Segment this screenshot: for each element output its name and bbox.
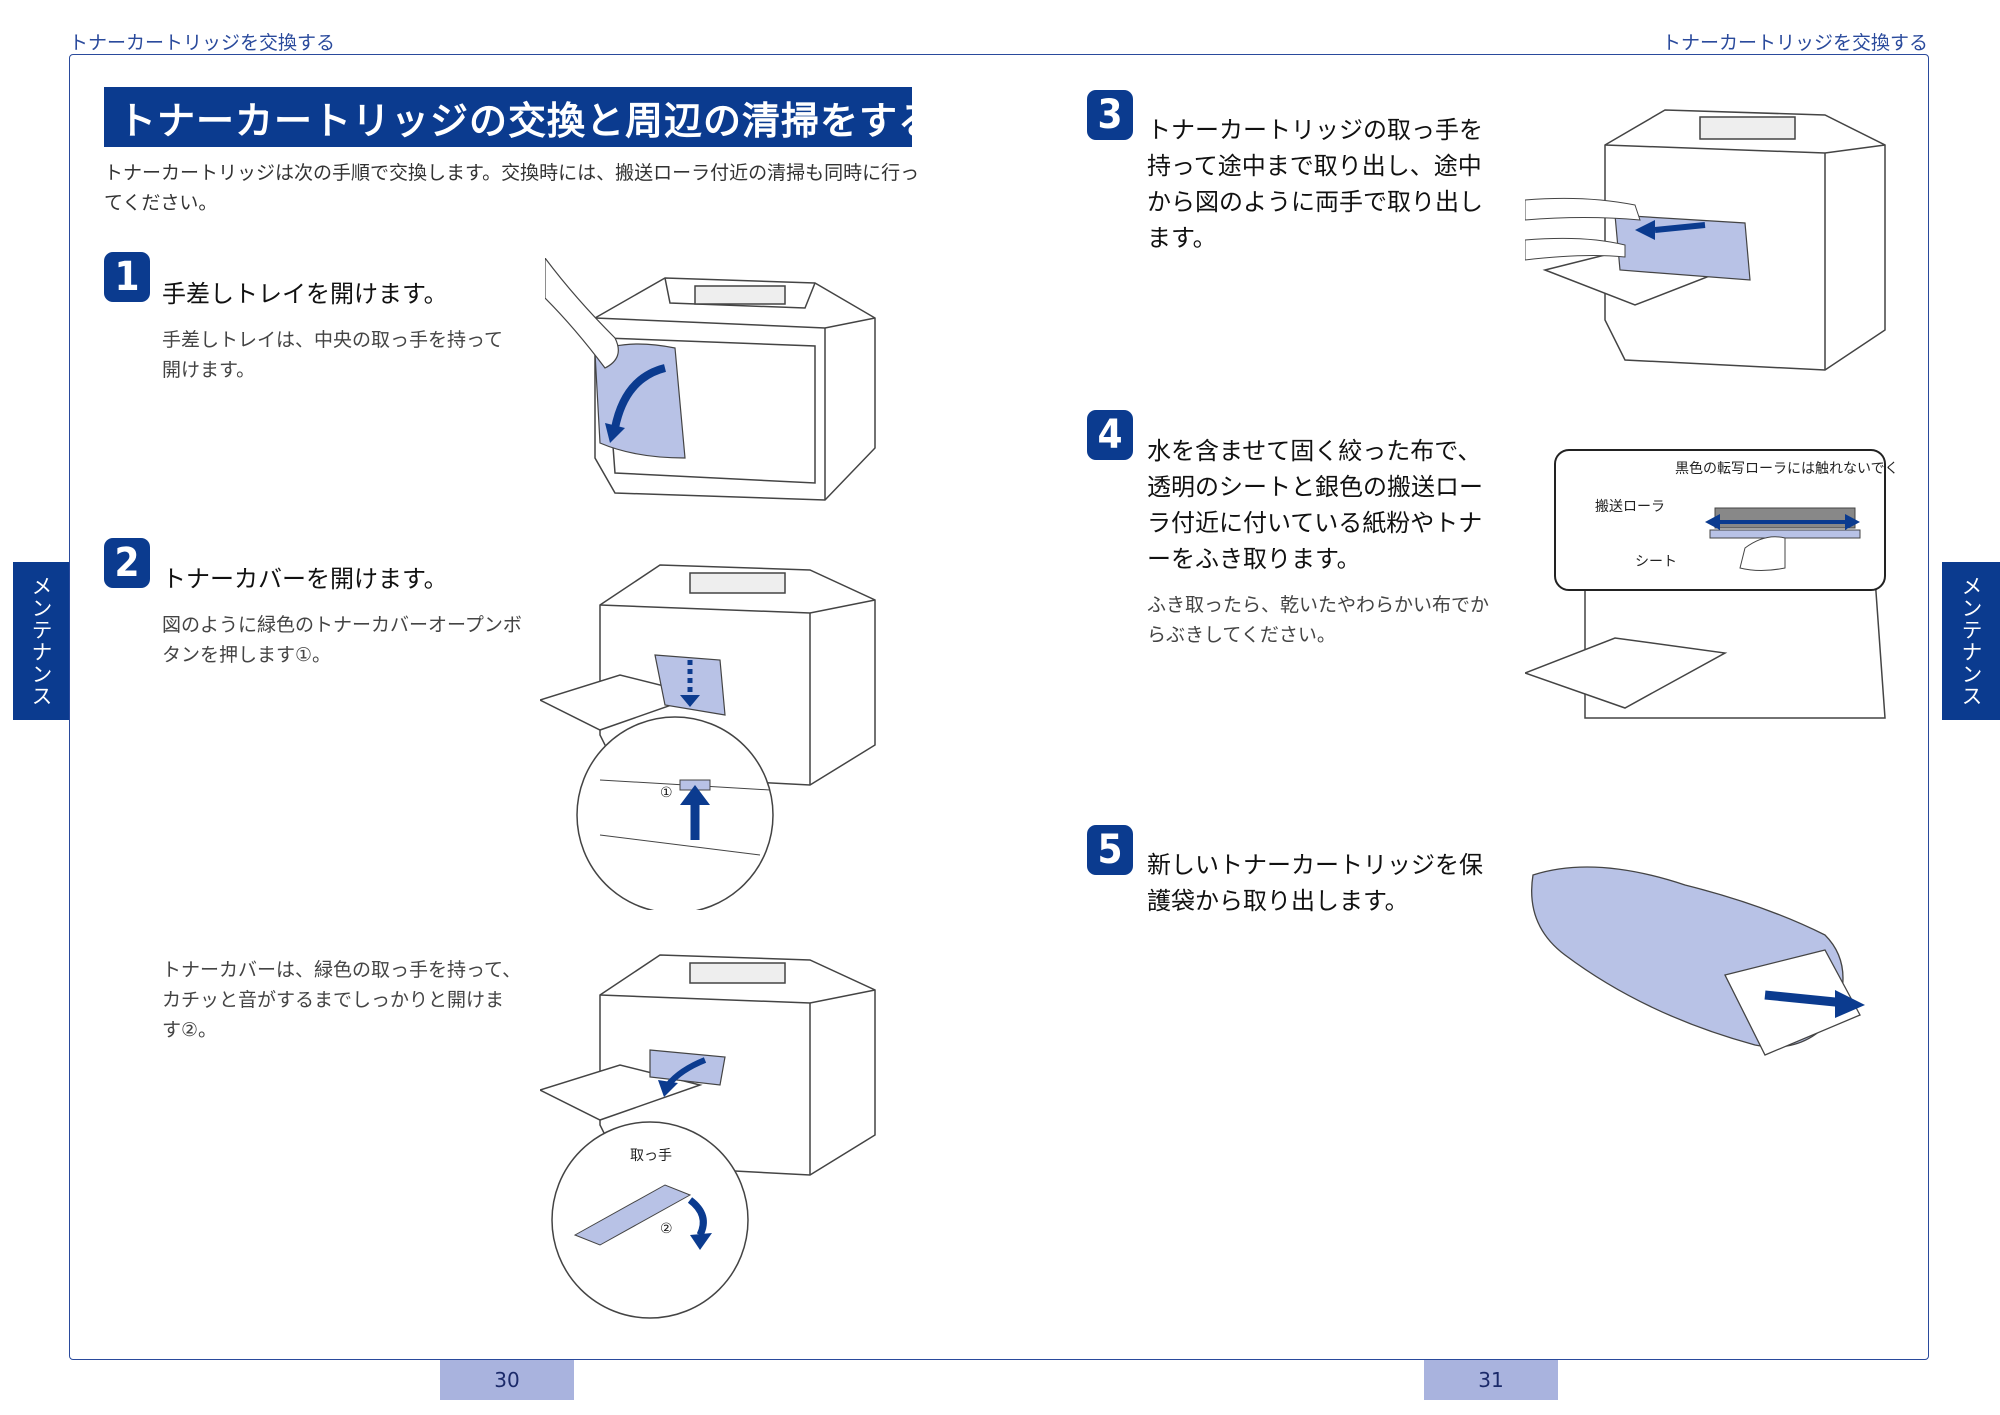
step-1-desc: 手差しトレイは、中央の取っ手を持って開けます。 xyxy=(162,329,504,381)
page-number-left: 30 xyxy=(440,1360,574,1400)
marker-2-label: ② xyxy=(660,1221,673,1237)
page-frame xyxy=(69,54,1929,1360)
page-title: トナーカートリッジの交換と周辺の清掃をする xyxy=(104,87,936,147)
marker-1-label: ① xyxy=(660,785,673,801)
side-tab-right: メンテナンス xyxy=(1942,562,2000,720)
step-2-desc-2: トナーカバーは、緑色の取っ手を持って、カチッと音がするまでしっかりと開けます②。 xyxy=(162,959,522,1041)
sheet-label: シート xyxy=(1635,554,1677,570)
intro-text: トナーカートリッジは次の手順で交換します。交換時には、搬送ローラ付近の清掃も同時… xyxy=(104,162,920,214)
step-1-badge: 1 xyxy=(104,252,150,302)
step-1-illustration xyxy=(545,258,876,501)
roller-label: 搬送ローラ xyxy=(1595,499,1665,515)
step-5-title: 新しいトナーカートリッジを保護袋から取り出します。 xyxy=(1147,851,1483,915)
step-3-title: トナーカートリッジの取っ手を持って途中まで取り出し、途中から図のように両手で取り… xyxy=(1147,116,1483,252)
step-2-title: トナーカバーを開けます。 xyxy=(162,565,448,593)
step-2-illustration-a: ① xyxy=(540,564,876,910)
step-4-title: 水を含ませて固く絞った布で、透明のシートと銀色の搬送ローラ付近に付いている紙粉や… xyxy=(1147,437,1483,573)
step-2-badge: 2 xyxy=(104,538,150,588)
step-4-badge: 4 xyxy=(1087,410,1133,460)
step-4-desc: ふき取ったら、乾いたやわらかい布でからぶきしてください。 xyxy=(1147,594,1490,646)
handle-label: 取っ手 xyxy=(630,1148,672,1164)
step-1-title: 手差しトレイを開けます。 xyxy=(162,280,448,308)
step-5-illustration xyxy=(1531,866,1865,1056)
page-number-right: 31 xyxy=(1424,1360,1558,1400)
step-3-badge: 3 xyxy=(1087,90,1133,140)
step-2-desc: 図のように緑色のトナーカバーオープンボタンを押します①。 xyxy=(162,614,522,666)
step-3-illustration xyxy=(1525,109,1886,371)
black-roller-warning: 黒色の転写ローラには触れないでください。 xyxy=(1675,460,1895,477)
step-4-illustration: 黒色の転写ローラには触れないでください。 搬送ローラ シート xyxy=(1525,449,1895,719)
side-tab-left: メンテナンス xyxy=(13,562,69,720)
running-header-left: トナーカートリッジを交換する xyxy=(69,32,336,54)
step-5-badge: 5 xyxy=(1087,825,1133,875)
running-header-right: トナーカートリッジを交換する xyxy=(1661,32,1928,54)
step-2-illustration-b: 取っ手 ② xyxy=(540,954,876,1319)
